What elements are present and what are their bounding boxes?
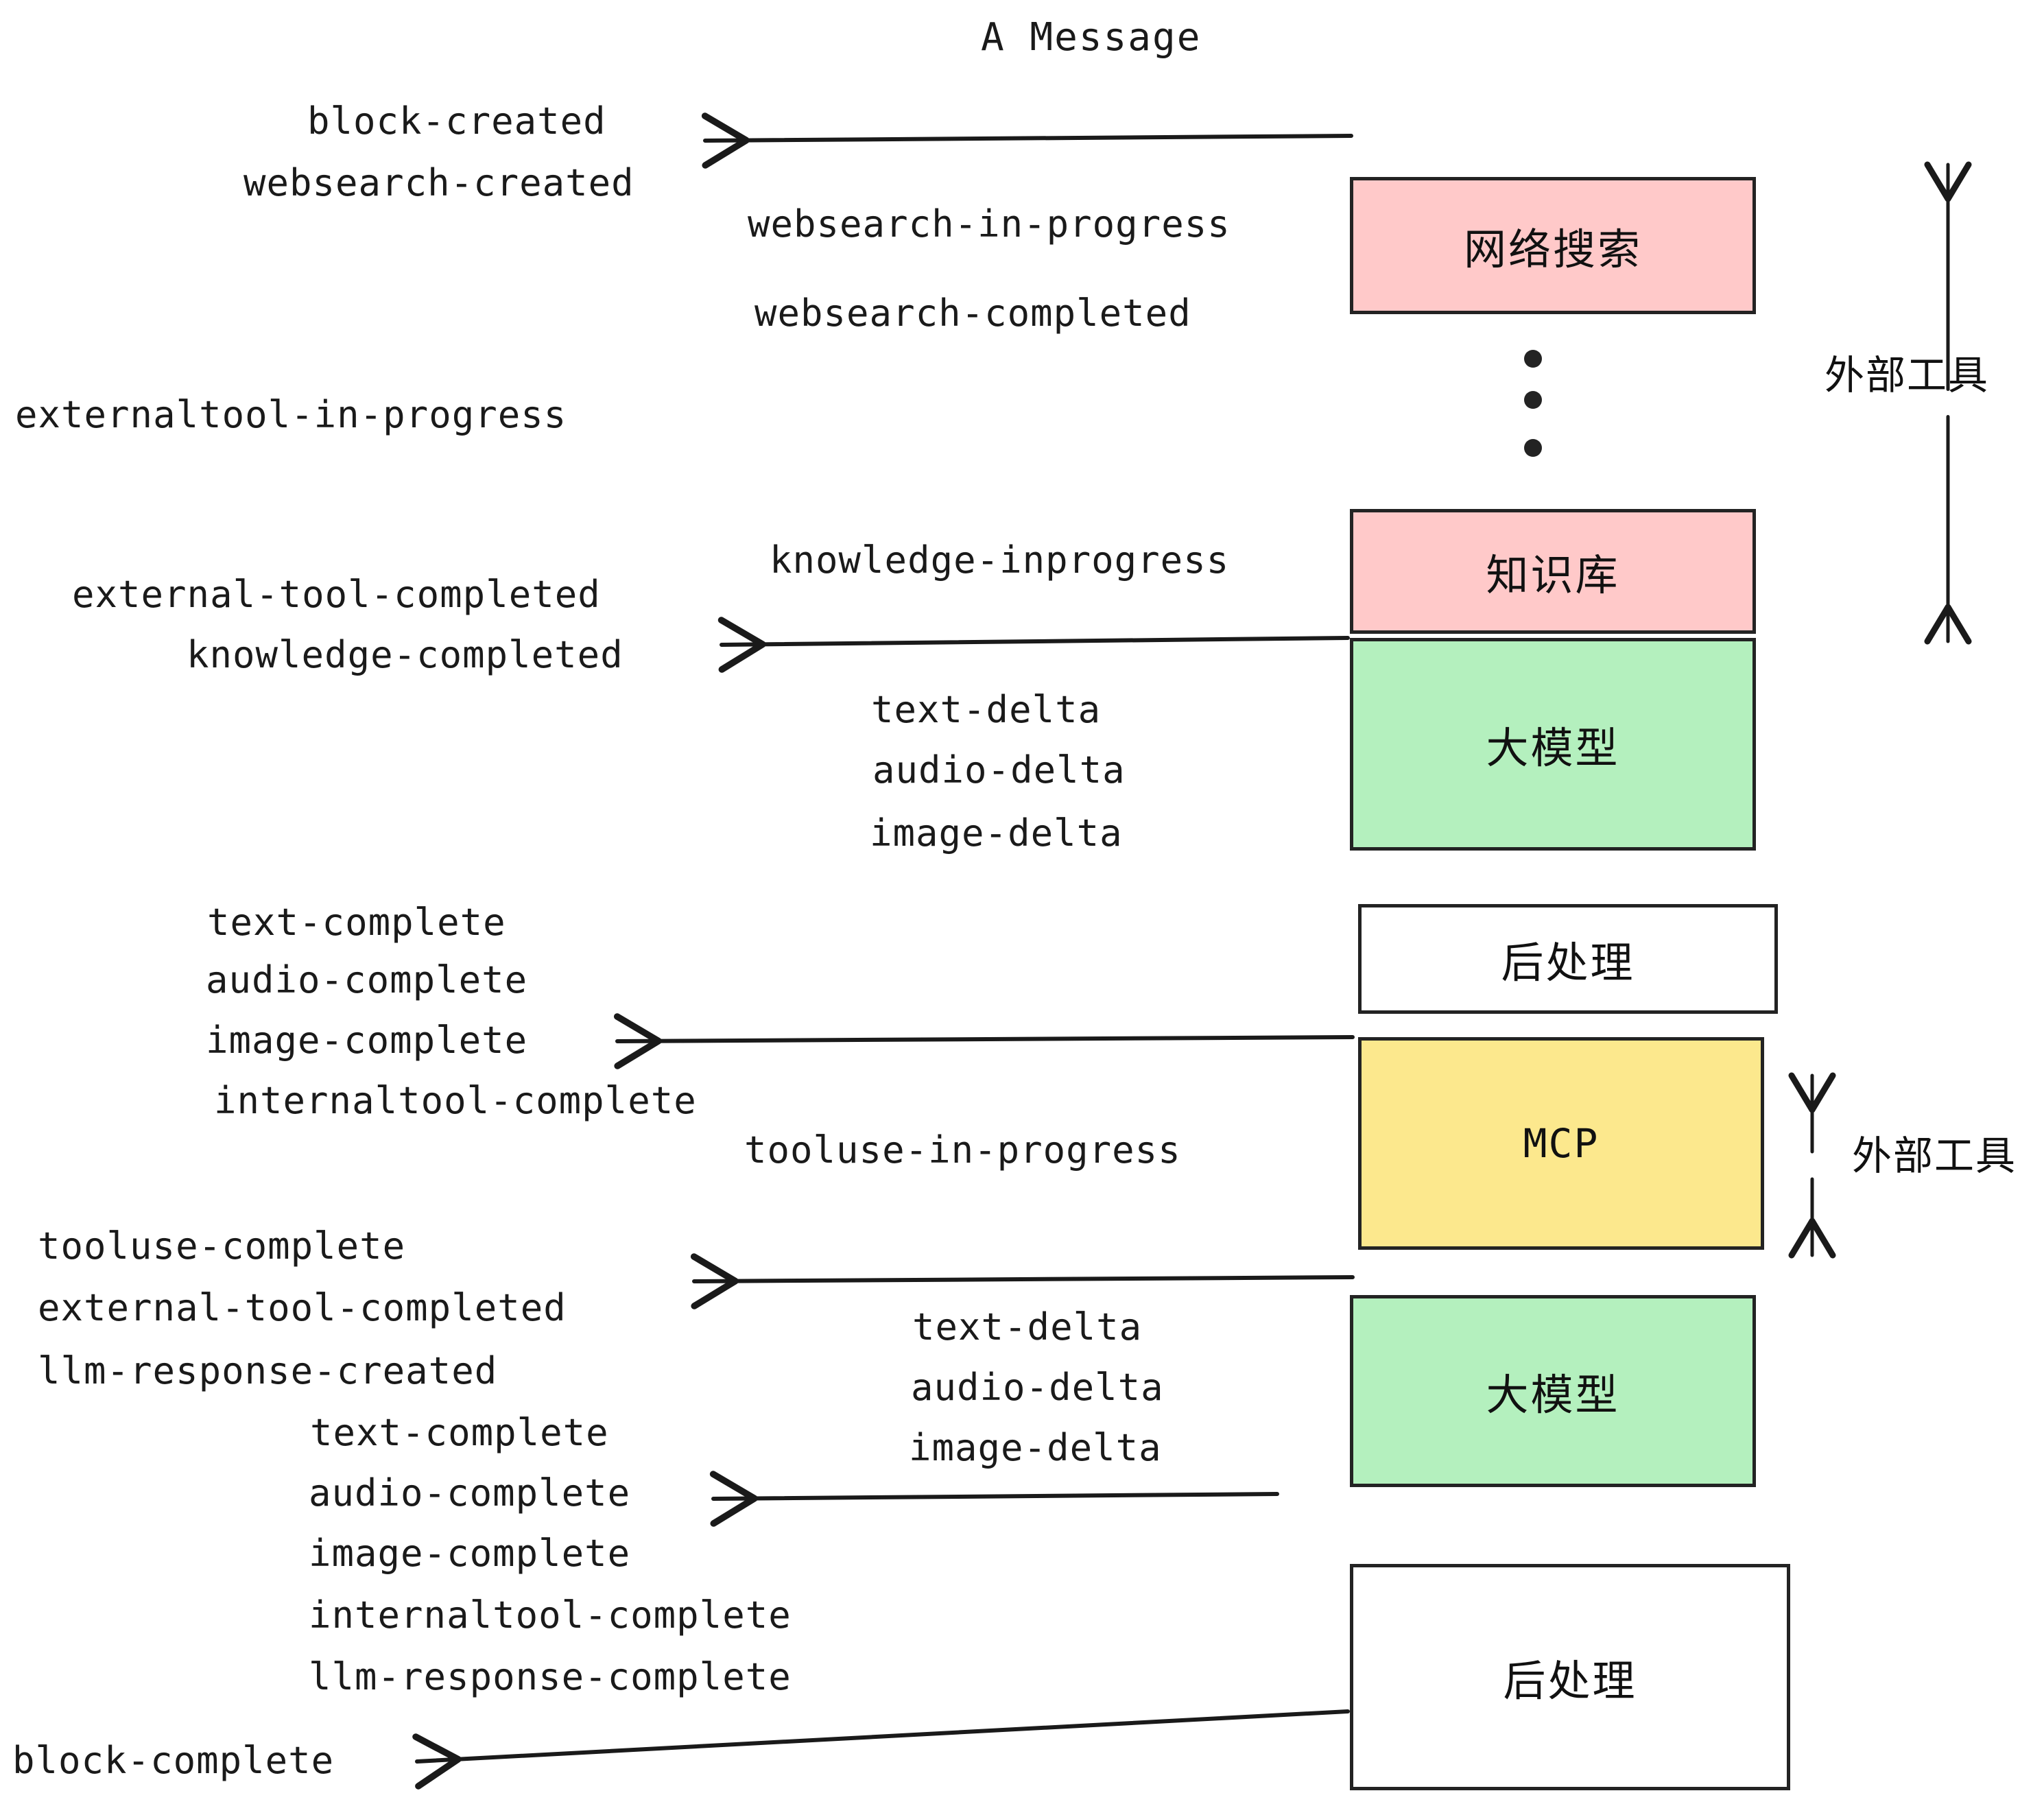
- event-label-block-created: block-created: [307, 99, 606, 143]
- group-label-external-tools-top: 外部工具: [1825, 352, 1990, 399]
- node-label: 后处理: [1503, 1656, 1637, 1706]
- event-label-audio-complete-2: audio-complete: [309, 1471, 631, 1515]
- event-label-internaltool-complete-1: internaltool-complete: [214, 1079, 697, 1122]
- page-title: A Message: [981, 15, 1202, 60]
- event-label-block-complete: block-complete: [12, 1739, 335, 1782]
- arrow-llm2-to-events: [709, 1471, 1279, 1527]
- event-label-external-tool-completed-2: external-tool-completed: [38, 1286, 567, 1329]
- node-label: MCP: [1523, 1120, 1600, 1167]
- event-label-llm-response-created: llm-response-created: [38, 1349, 498, 1392]
- event-label-text-delta-1: text-delta: [871, 688, 1102, 731]
- event-label-websearch-in-progress: websearch-in-progress: [748, 202, 1231, 246]
- node-label: 大模型: [1486, 1370, 1620, 1420]
- event-label-image-delta-1: image-delta: [870, 811, 1123, 855]
- event-label-image-complete-1: image-complete: [206, 1019, 528, 1062]
- event-label-llm-response-complete: llm-response-complete: [309, 1655, 792, 1698]
- event-label-websearch-created: websearch-created: [243, 161, 634, 204]
- arrow-mcp-to-events: [690, 1253, 1355, 1309]
- node-knowledge[interactable]: 知识库: [1350, 509, 1756, 634]
- node-postproc-1[interactable]: 后处理: [1358, 904, 1778, 1014]
- node-llm-2[interactable]: 大模型: [1350, 1295, 1756, 1487]
- event-label-audio-delta-1: audio-delta: [872, 748, 1126, 792]
- event-label-image-complete-2: image-complete: [309, 1532, 631, 1575]
- node-llm-1[interactable]: 大模型: [1350, 638, 1756, 851]
- node-label: 大模型: [1486, 723, 1620, 773]
- event-label-external-tool-completed-1: external-tool-completed: [72, 573, 601, 616]
- ellipsis-dot-3: [1524, 439, 1542, 457]
- arrow-postproc1-to-events: [613, 1013, 1355, 1069]
- event-label-text-delta-2: text-delta: [912, 1305, 1143, 1349]
- scope-arrows: [1788, 161, 1972, 1259]
- event-label-audio-delta-2: audio-delta: [911, 1366, 1164, 1409]
- node-label: 知识库: [1486, 550, 1620, 600]
- event-label-audio-complete-1: audio-complete: [206, 958, 528, 1001]
- arrow-knowledge-to-events: [717, 617, 1350, 673]
- event-label-websearch-completed: websearch-completed: [754, 292, 1191, 335]
- node-label: 后处理: [1501, 938, 1635, 988]
- group-label-external-tools-bottom: 外部工具: [1852, 1132, 2017, 1179]
- node-label: 网络搜索: [1463, 224, 1642, 274]
- node-mcp[interactable]: MCP: [1358, 1037, 1764, 1250]
- event-label-externaltool-in-progress: externaltool-in-progress: [15, 393, 567, 436]
- flow-arrows: [412, 112, 1355, 1790]
- event-label-knowledge-completed: knowledge-completed: [187, 633, 623, 676]
- event-label-internaltool-complete-2: internaltool-complete: [309, 1593, 792, 1637]
- arrow-websearch-to-events: [701, 112, 1353, 169]
- event-label-text-complete-1: text-complete: [207, 901, 506, 944]
- event-label-tooluse-in-progress: tooluse-in-progress: [744, 1128, 1181, 1172]
- event-label-knowledge-inprogress: knowledge-inprogress: [770, 538, 1230, 582]
- arrow-postproc2-to-events: [412, 1709, 1350, 1790]
- node-websearch[interactable]: 网络搜索: [1350, 177, 1756, 314]
- event-label-tooluse-complete: tooluse-complete: [38, 1224, 406, 1268]
- ellipsis-dot-2: [1524, 391, 1542, 409]
- event-label-text-complete-2: text-complete: [310, 1411, 609, 1454]
- event-label-image-delta-2: image-delta: [909, 1426, 1162, 1469]
- ellipsis-dot-1: [1524, 350, 1542, 368]
- node-postproc-2[interactable]: 后处理: [1350, 1564, 1790, 1790]
